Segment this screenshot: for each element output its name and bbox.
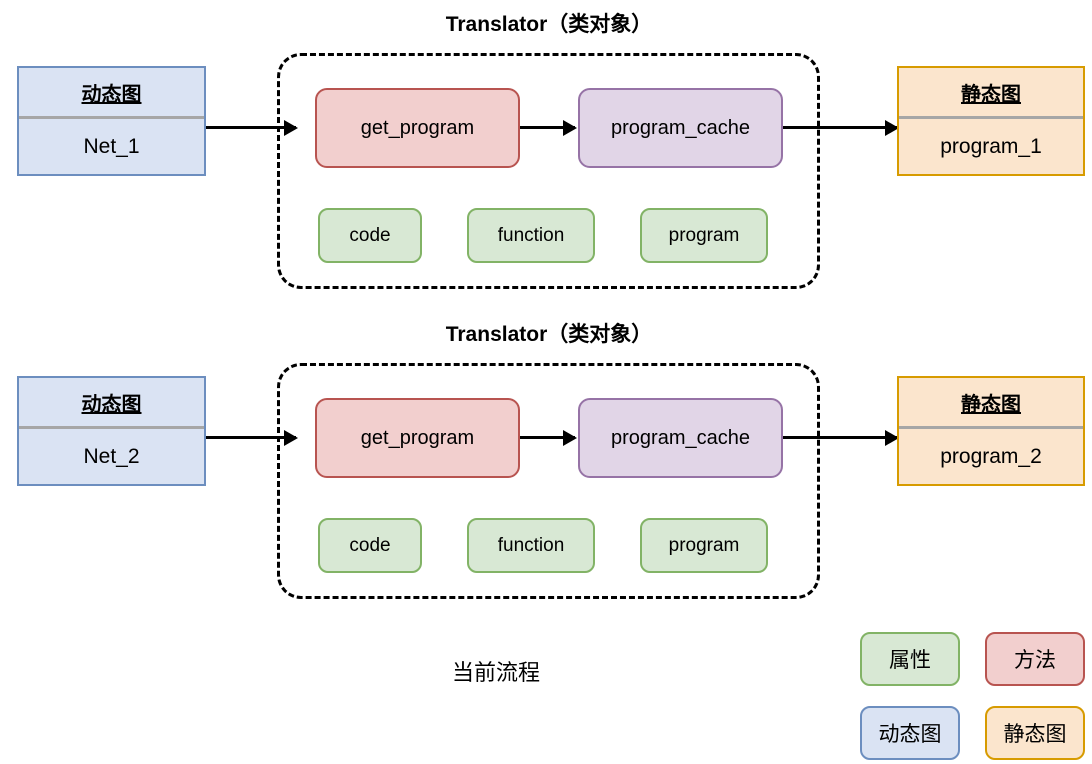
attribute-function-2[interactable]: function [467,518,595,573]
translator-container-2 [277,363,820,599]
legend-item-attribute: 属性 [860,632,960,686]
static-graph-card-1: 静态图 program_1 [897,66,1085,176]
attribute-code-2[interactable]: code [318,518,422,573]
dynamic-graph-card-2: 动态图 Net_2 [17,376,206,486]
legend-item-static-graph: 静态图 [985,706,1085,760]
section-title-1: Translator（类对象） [445,13,653,36]
static-graph-card-2-body: program_2 [940,444,1042,468]
translator-container-1 [277,53,820,289]
static-graph-card-1-header: 静态图 [961,83,1021,106]
attribute-program-cache-2[interactable]: program_cache [578,398,783,478]
arrow-cache-to-target-1 [783,126,897,129]
dynamic-graph-card-1-body: Net_1 [83,134,140,158]
static-graph-card-1-body: program_1 [940,134,1042,158]
flow-caption: 当前流程 [452,660,541,685]
dynamic-graph-card-2-header: 动态图 [81,393,142,416]
method-get-program-2[interactable]: get_program [315,398,520,478]
attribute-program-1[interactable]: program [640,208,768,263]
card-divider [899,116,1083,119]
section-title-2: Translator（类对象） [445,323,653,346]
attribute-program-2[interactable]: program [640,518,768,573]
attribute-program-cache-1[interactable]: program_cache [578,88,783,168]
arrow-source-to-method-1 [206,126,296,129]
card-divider [19,116,204,119]
attribute-function-1[interactable]: function [467,208,595,263]
static-graph-card-2-header: 静态图 [961,393,1021,416]
static-graph-card-2: 静态图 program_2 [897,376,1085,486]
card-divider [899,426,1083,429]
legend-item-method: 方法 [985,632,1085,686]
arrow-method-to-cache-2 [520,436,575,439]
arrow-method-to-cache-1 [520,126,575,129]
attribute-code-1[interactable]: code [318,208,422,263]
arrow-source-to-method-2 [206,436,296,439]
dynamic-graph-card-2-body: Net_2 [83,444,140,468]
legend-item-dynamic-graph: 动态图 [860,706,960,760]
method-get-program-1[interactable]: get_program [315,88,520,168]
arrow-cache-to-target-2 [783,436,897,439]
dynamic-graph-card-1: 动态图 Net_1 [17,66,206,176]
card-divider [19,426,204,429]
dynamic-graph-card-1-header: 动态图 [81,83,142,106]
